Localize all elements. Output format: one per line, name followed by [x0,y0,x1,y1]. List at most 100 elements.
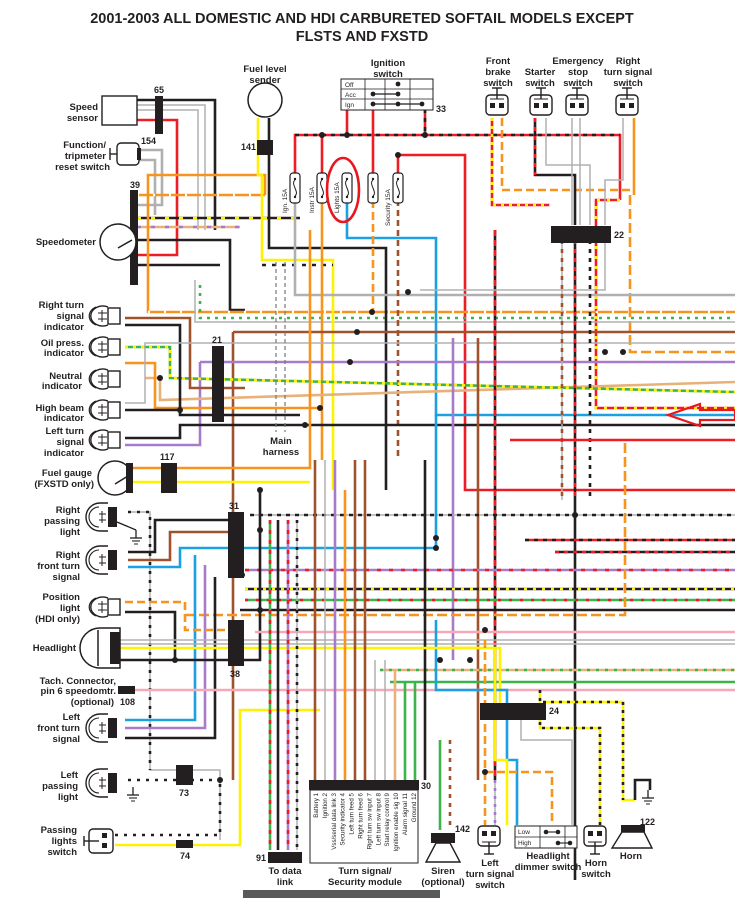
module-pin-label: Right turn sw input 7 [366,792,373,849]
starter-label-2: switch [525,78,555,89]
tach-connector: Tach. Connector, pin 6 speedomtr. (optio… [40,676,135,708]
data-link-connector: 91 To data link [256,852,302,888]
connector-24-number: 24 [549,706,559,716]
function-switch-label-1: Function/ [63,140,106,151]
oil-press-indicator-icon [88,336,121,358]
rft-label-2: front turn [37,561,80,572]
horn-label: Horn [620,851,642,862]
right-passing-label-1: Right [56,505,81,516]
connector-22-number: 22 [614,230,624,240]
right-front-turn-signal: Right front turn signal [37,545,118,583]
left-passing-label-1: Left [61,770,79,781]
right-passing-light: Right passing light [44,502,143,545]
ground-icon [641,789,655,805]
module-pin-label: Left turn sw input 8 [375,792,382,845]
right-turn-signal-switch: Right turn signal switch [604,56,652,116]
fuse-lights-icon [341,172,353,204]
horn: 122 Horn [610,789,655,862]
connector-73-number: 73 [179,788,189,798]
right-turn-indicator-icon [88,305,121,327]
connector-117-number: 117 [160,452,175,462]
connector-142-number: 142 [455,824,470,834]
left-front-turn-bulb-icon [85,713,118,743]
fuse-instr-icon [316,172,328,204]
estop-label-1: Emergency [552,56,604,67]
siren: 142 Siren (optional) [421,824,470,888]
dimmer-pos-low: Low [518,829,530,836]
speedometer-label: Speedometer [36,237,96,248]
neutral-ind-label-2: indicator [42,381,82,392]
horn-switch-label-2: switch [581,869,611,880]
left-turn-ind-label-1: Left turn [45,426,84,437]
bottom-scroll-bar[interactable] [243,890,440,898]
passing-switch-label-3: switch [47,847,77,858]
high-beam-indicator-icon [88,399,121,421]
function-tripmeter-switch: Function/ tripmeter reset switch 154 [55,136,156,173]
emergency-stop-switch: Emergency stop switch [552,56,604,116]
position-label-3: (HDI only) [35,614,80,625]
front-brake-label-3: switch [483,78,513,89]
module-pin-label: Start relay control 9 [384,792,391,846]
indicator-lamps: Right turn signal indicator Oil press. i… [35,300,121,459]
oil-ind-label-2: indicator [44,348,84,359]
annotation-arrow-icon [664,402,735,428]
tach-label-3: (optional) [71,697,114,708]
left-turn-ind-label-3: indicator [44,448,84,459]
lights-fuse-highlight-circle [325,156,361,224]
starter-label-1: Starter [525,67,556,78]
headlight: Headlight 38 [33,620,244,679]
module-pin-label: Ignition enable sig 10 [393,792,400,851]
fuse-ign-label: Ign. 15A [282,188,289,213]
module-label-2: Security module [328,877,402,888]
connector-21: 21 [212,335,224,422]
right-turn-switch-label-3: switch [613,78,643,89]
horn-switch-label-1: Horn [585,858,607,869]
ignition-switch-label-2: switch [373,69,403,80]
speed-sensor-label-2: sensor [67,113,98,124]
right-turn-ind-label-1: Right turn [39,300,85,311]
junction-dots [157,132,626,783]
right-passing-label-3: light [60,527,81,538]
siren-label-2: (optional) [421,877,464,888]
position-label-1: Position [43,592,81,603]
fuse-instr-label: Instr 15A [309,186,316,213]
module-pin-label: Alarm signal 11 [402,792,409,835]
fuse-block: Ign. 15A Instr 15A Lights 15A Security 1… [282,156,404,226]
left-turn-switch-label-3: switch [475,880,505,891]
right-turn-ind-label-3: indicator [44,322,84,333]
left-turn-indicator-icon [88,429,121,451]
speedometer: Speedometer 39 [36,180,140,285]
connector-91-number: 91 [256,853,266,863]
module-pin-label: Left turn feed 5 [349,792,356,834]
lft-label-2: front turn [37,723,80,734]
left-passing-light-icon [85,768,118,798]
connector-33-number: 33 [436,104,446,114]
connector-31: 31 [228,501,244,578]
rft-label-3: signal [53,572,80,583]
front-brake-label-1: Front [486,56,511,67]
tach-label-2: pin 6 speedomtr. [41,686,117,697]
horn-switch: Horn switch [581,825,611,880]
estop-label-2: stop [568,67,588,78]
module-pin-label: Security indicator 4 [340,792,347,845]
oil-ind-label-1: Oil press. [41,338,84,349]
fuse-security-label: Security 15A [385,188,392,226]
ignition-switch: Ignition switch Off Acc Ign 33 [340,58,446,114]
ground-icon [129,529,143,545]
headlight-label: Headlight [33,643,77,654]
connector-24: 24 [480,703,559,720]
main-harness-label: Main harness [263,436,299,458]
module-pin-label: Right turn feed 6 [358,792,365,838]
front-brake-label-2: brake [485,67,510,78]
module-pin-label: Vss/serial data link 3 [331,792,338,849]
siren-label-1: Siren [431,866,455,877]
front-brake-switch: Front brake switch [483,56,513,116]
connector-122-number: 122 [640,817,655,827]
lft-label-1: Left [63,712,81,723]
main-harness-label-1: Main [270,436,292,447]
fuel-gauge-label-2: (FXSTD only) [34,479,94,490]
position-light-icon [88,596,121,618]
left-turn-ind-label-2: signal [57,437,84,448]
right-front-turn-bulb-icon [85,545,118,575]
